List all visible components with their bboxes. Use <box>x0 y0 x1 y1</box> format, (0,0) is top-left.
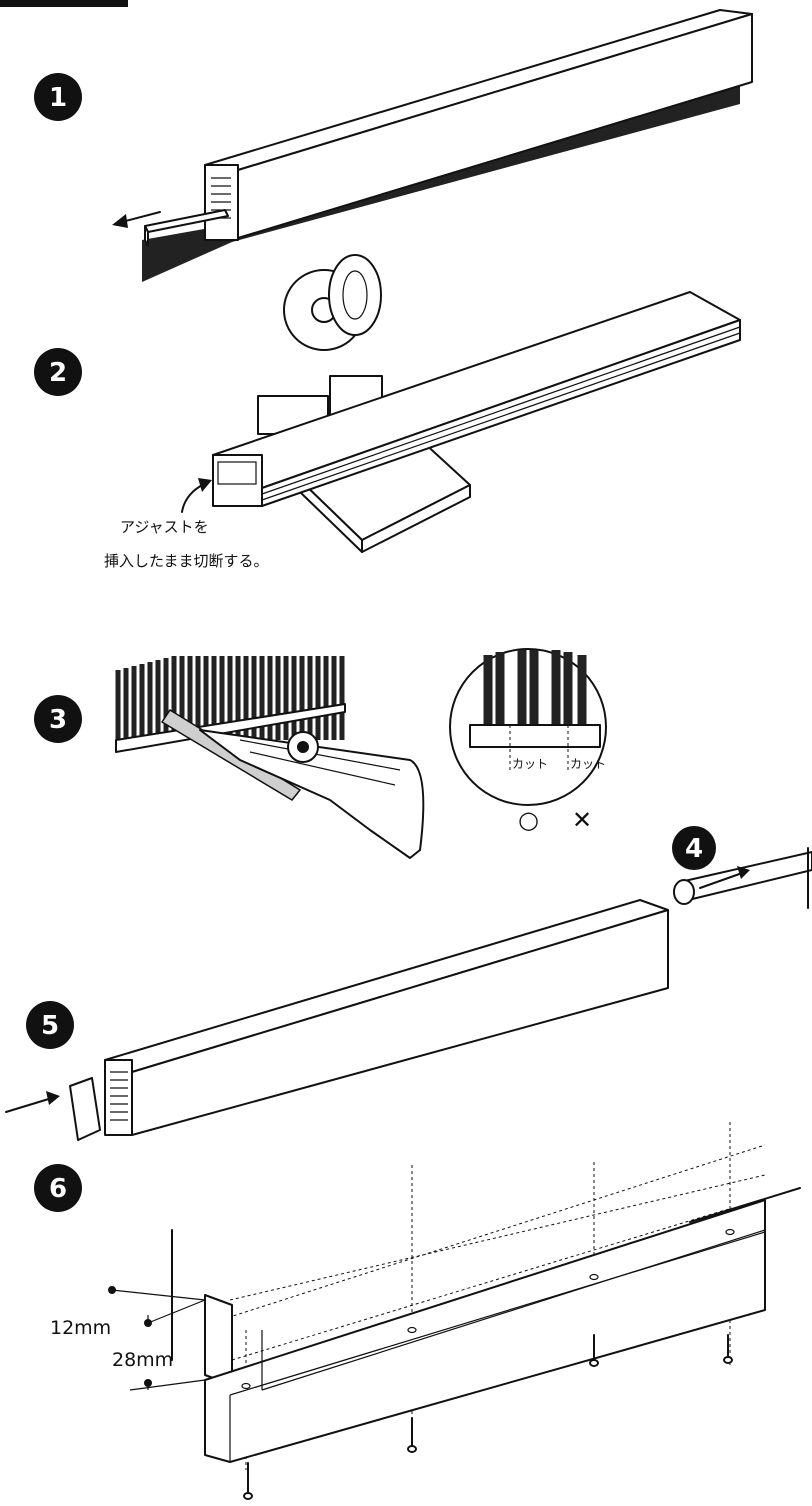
brush-bristles <box>115 656 345 740</box>
screw-1 <box>243 1462 253 1500</box>
step-1-number: 1 <box>49 83 67 113</box>
detail-base <box>469 724 601 748</box>
step-5-badge: 5 <box>26 1001 74 1049</box>
brush-base <box>115 703 346 753</box>
step-6-badge: 6 <box>34 1164 82 1212</box>
screw-4 <box>723 1334 733 1364</box>
step-5-number: 5 <box>41 1011 59 1041</box>
step-3-illustration: カット カット ○ ✕ <box>115 648 607 859</box>
step-5-illustration <box>5 899 669 1141</box>
step-2-note-line-2: 挿入したまま切断する。 <box>104 552 269 570</box>
step-3-badge: 3 <box>34 695 82 743</box>
mount-rail <box>204 1199 766 1463</box>
ok-mark: ○ <box>518 806 539 834</box>
dimension-12mm: 12mm <box>50 1317 111 1339</box>
step-6-number: 6 <box>49 1174 67 1204</box>
step-4-number: 4 <box>685 834 703 864</box>
cutter-body <box>199 729 425 859</box>
step-3-number: 3 <box>49 705 67 735</box>
saw-handle <box>328 254 382 336</box>
screw-3 <box>589 1334 599 1367</box>
step-6-illustration <box>108 1122 801 1500</box>
step-1-illustration <box>112 9 753 282</box>
step-2-badge: 2 <box>34 348 82 396</box>
end-cap <box>69 1077 101 1141</box>
note-arrow <box>181 483 205 513</box>
step-2-illustration <box>181 254 741 553</box>
step-2-number: 2 <box>49 358 67 388</box>
detail-bristles <box>483 650 587 725</box>
step-4-illustration <box>673 847 812 909</box>
dimension-28mm: 28mm <box>112 1349 173 1371</box>
step-2-note-line-1: アジャストを <box>120 518 209 536</box>
cut-label-ng: カット <box>570 757 606 771</box>
ng-mark: ✕ <box>572 806 592 834</box>
cut-label-ok: カット <box>512 757 548 771</box>
step-1-badge: 1 <box>34 73 82 121</box>
header-bar <box>0 0 128 7</box>
mount-bracket <box>204 1294 233 1386</box>
screw-2 <box>407 1417 417 1453</box>
step-4-badge: 4 <box>672 826 716 870</box>
